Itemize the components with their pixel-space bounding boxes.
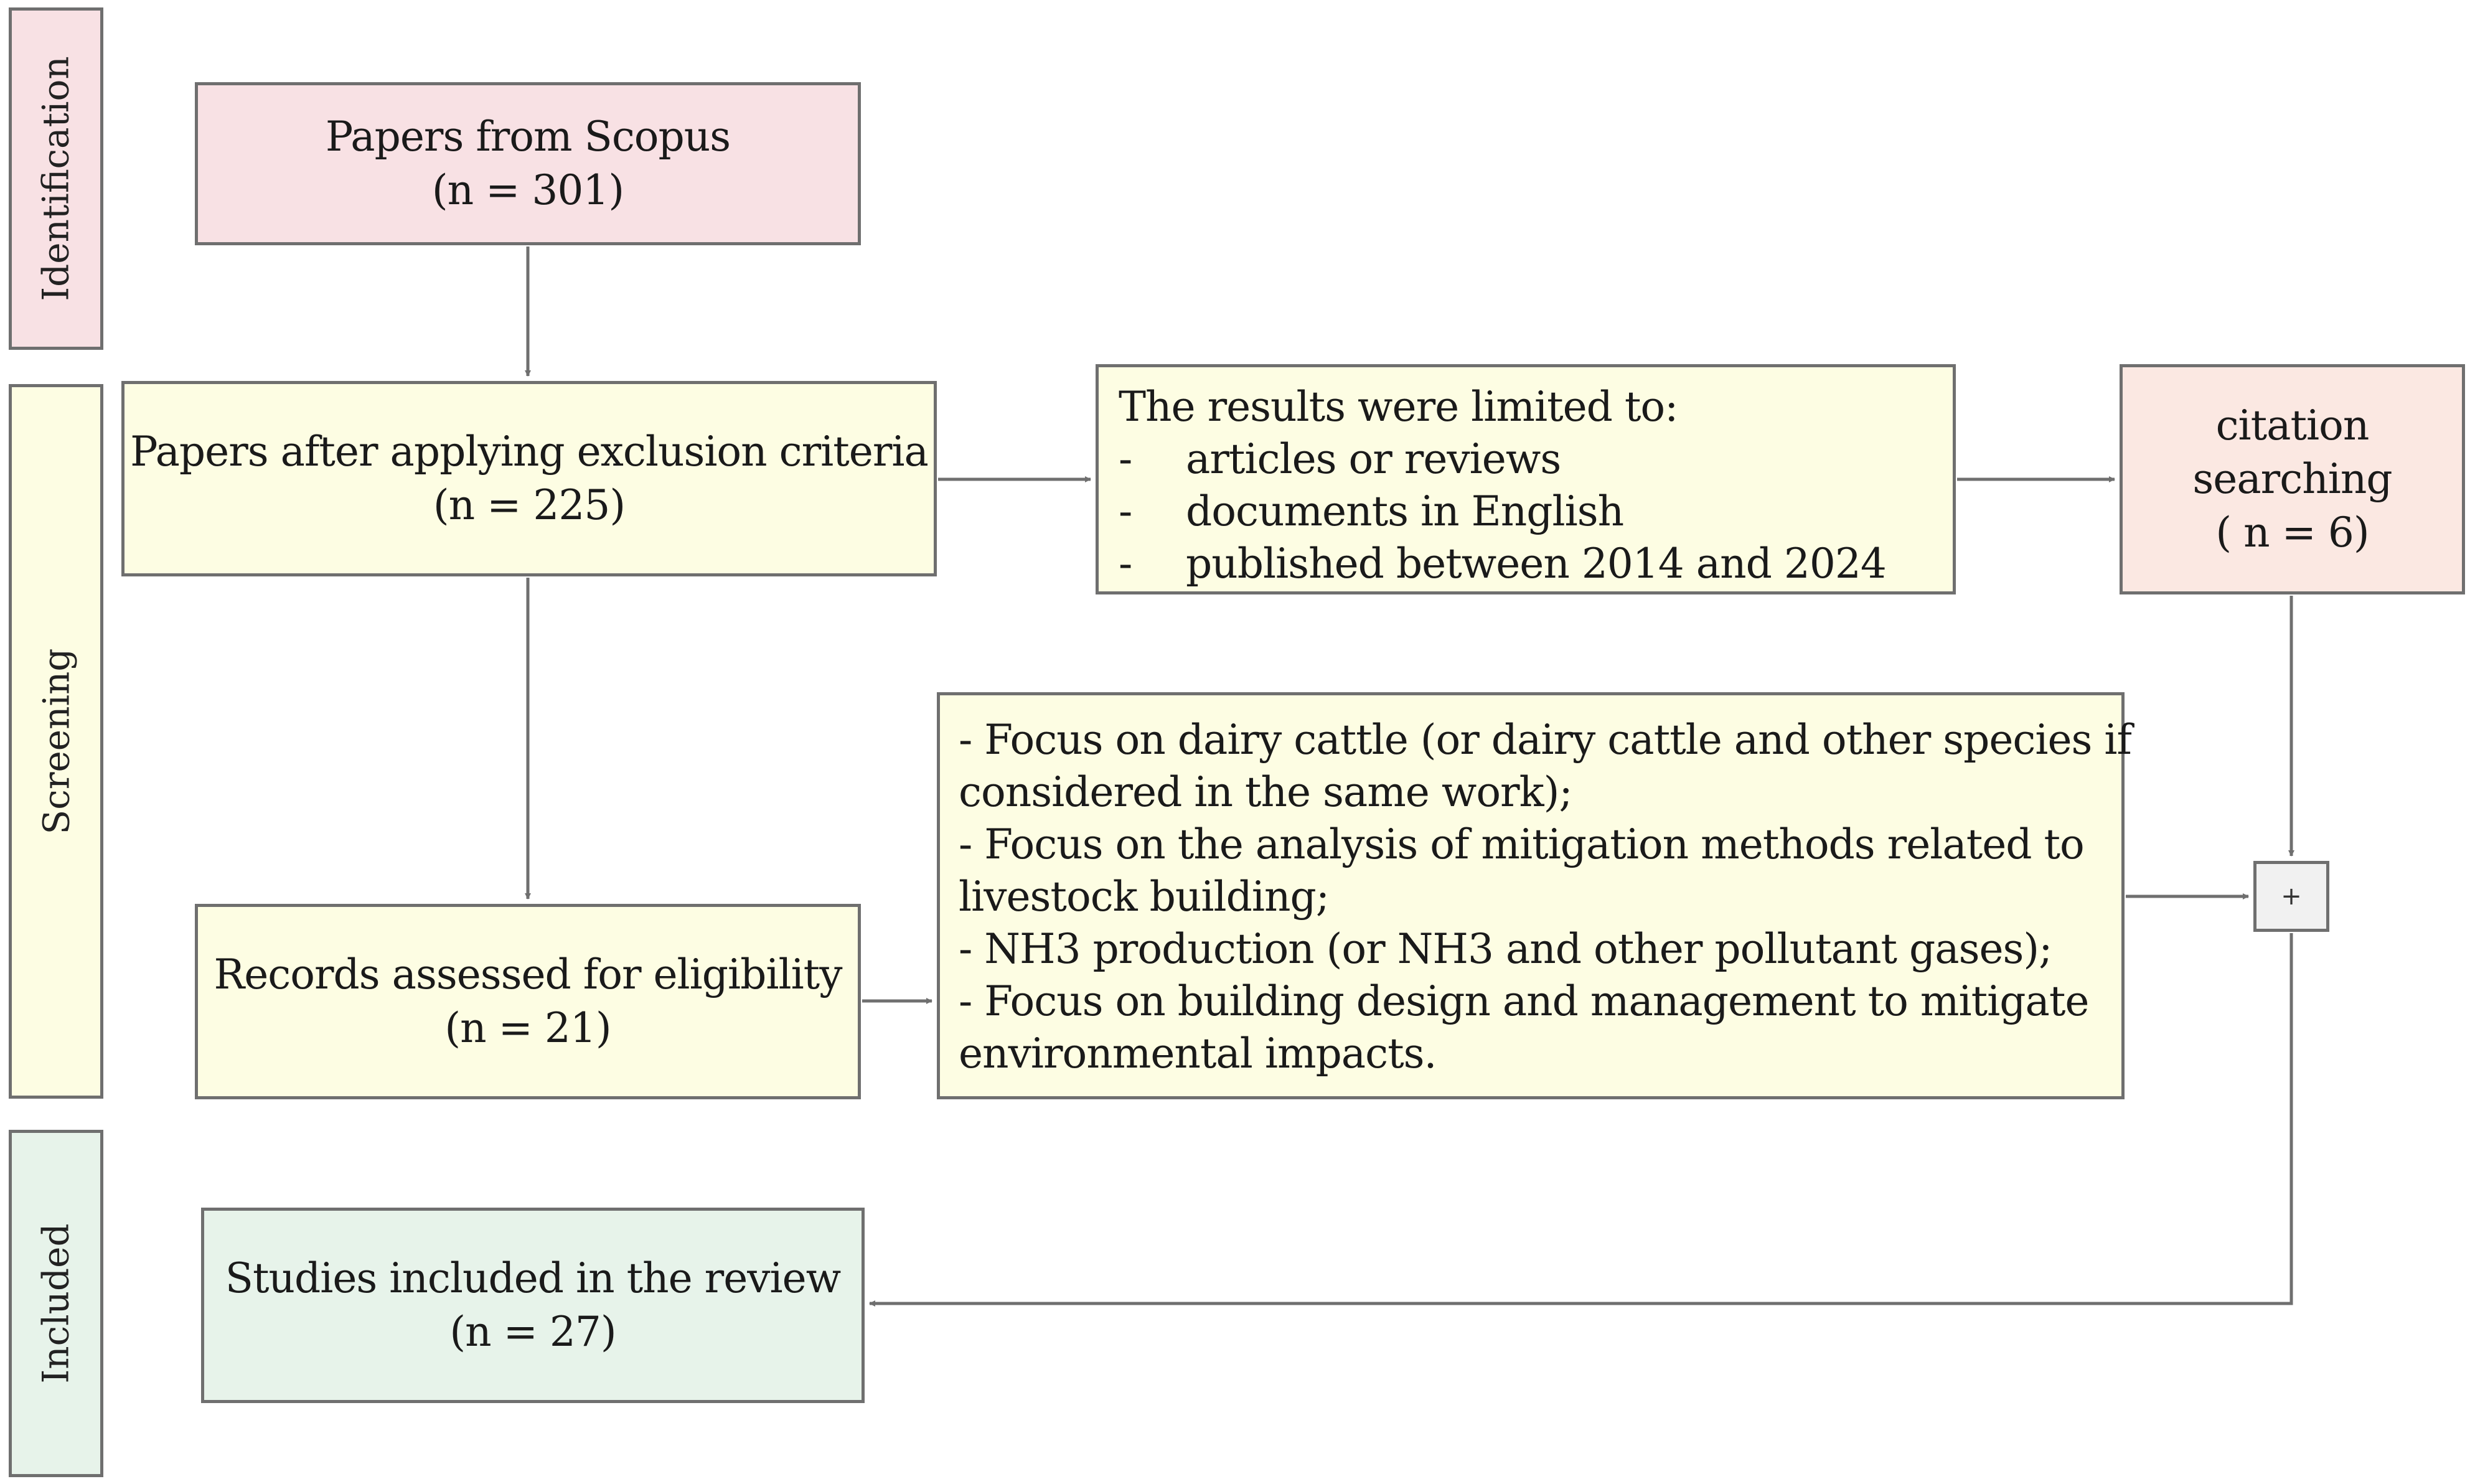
criteria-line: considered in the same work); — [959, 768, 1573, 816]
stage-screening: Screening — [9, 384, 103, 1099]
criteria-line: - Focus on dairy cattle (or dairy cattle… — [959, 716, 2132, 764]
criteria-list: - Focus on dairy cattle (or dairy cattle… — [959, 714, 2132, 1080]
included-count: (n = 27) — [449, 1308, 616, 1356]
limits-box: The results were limited to: -articles o… — [1096, 364, 1956, 594]
citation-line2: searching — [2192, 455, 2392, 503]
arrow-merge-to-included — [869, 933, 2293, 1307]
eligibility-count: (n = 21) — [444, 1004, 611, 1052]
eligibility-box: Records assessed for eligibility (n = 21… — [195, 904, 861, 1099]
criteria-line: - Focus on building design and managemen… — [959, 977, 2089, 1025]
exclusion-count: (n = 225) — [433, 481, 626, 529]
citation-line1: citation — [2215, 402, 2370, 449]
merge-node: + — [2253, 861, 2329, 932]
criteria-line: livestock building; — [959, 873, 1330, 921]
citation-box: citation searching ( n = 6) — [2120, 364, 2465, 594]
criteria-box: - Focus on dairy cattle (or dairy cattle… — [937, 692, 2132, 1099]
limits-item: -documents in English — [1119, 487, 1624, 535]
exclusion-title: Papers after applying exclusion criteria — [130, 428, 929, 476]
citation-count: ( n = 6) — [2215, 509, 2369, 556]
scopus-title: Papers from Scopus — [325, 113, 731, 161]
scopus-count: (n = 301) — [431, 166, 624, 214]
scopus-box: Papers from Scopus (n = 301) — [195, 82, 861, 245]
criteria-line: - NH3 production (or NH3 and other pollu… — [959, 925, 2052, 973]
criteria-line: environmental impacts. — [959, 1030, 1437, 1078]
limits-item: -articles or reviews — [1119, 435, 1561, 483]
eligibility-title: Records assessed for eligibility — [214, 951, 843, 998]
stage-identification: Identification — [9, 7, 103, 350]
criteria-line: - Focus on the analysis of mitigation me… — [959, 820, 2085, 868]
included-box: Studies included in the review (n = 27) — [201, 1208, 865, 1403]
limits-heading: The results were limited to: — [1119, 383, 1678, 431]
limits-item: -published between 2014 and 2024 — [1119, 540, 1887, 588]
included-title: Studies included in the review — [225, 1254, 841, 1302]
limits-list: The results were limited to: -articles o… — [1119, 381, 1887, 590]
exclusion-box: Papers after applying exclusion criteria… — [121, 381, 937, 576]
stage-included: Included — [9, 1130, 103, 1477]
